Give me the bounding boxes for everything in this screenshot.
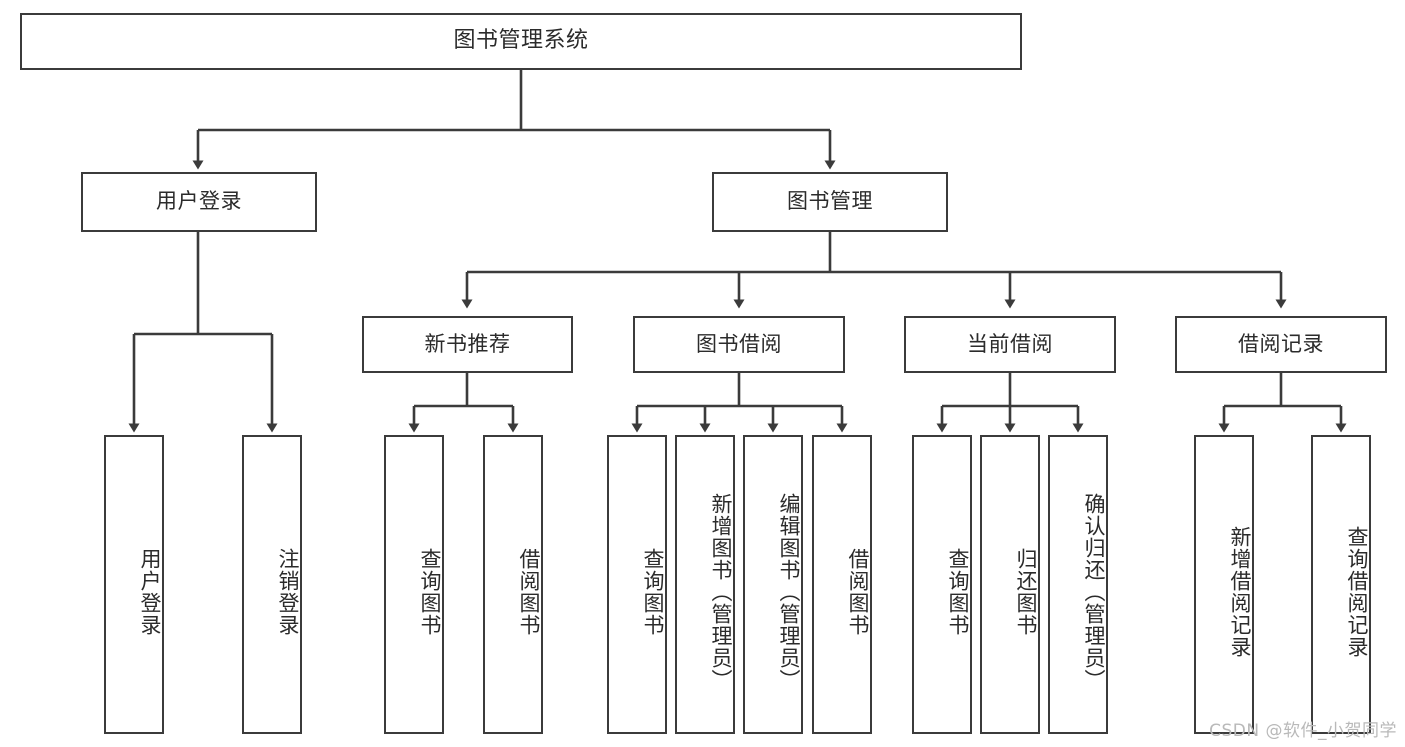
- node-book-borrow[interactable]: 图书借阅: [633, 316, 845, 373]
- leaf-book-borrow-borrow[interactable]: 借阅图书: [812, 435, 872, 734]
- node-borrow-record[interactable]: 借阅记录: [1175, 316, 1387, 373]
- node-label: 新增图书（管理员）: [709, 492, 733, 691]
- node-label: 查询图书: [641, 547, 665, 636]
- node-label: 图书管理系统: [453, 28, 589, 54]
- leaf-book-borrow-add[interactable]: 新增图书（管理员）: [675, 435, 735, 734]
- leaf-current-borrow-confirm-return[interactable]: 确认归还（管理员）: [1048, 435, 1108, 734]
- node-root-book-management-system[interactable]: 图书管理系统: [20, 13, 1022, 70]
- node-label: 注销登录: [276, 547, 300, 636]
- node-label: 确认归还（管理员）: [1082, 492, 1106, 691]
- node-label: 借阅图书: [517, 547, 541, 636]
- node-label: 归还图书: [1014, 547, 1038, 636]
- node-book-management[interactable]: 图书管理: [712, 172, 948, 232]
- node-label: 查询图书: [418, 547, 442, 636]
- node-label: 图书借阅: [696, 331, 782, 356]
- node-label: 借阅图书: [846, 547, 870, 636]
- node-label: 查询图书: [946, 547, 970, 636]
- leaf-current-borrow-return[interactable]: 归还图书: [980, 435, 1040, 734]
- node-new-book-recommend[interactable]: 新书推荐: [362, 316, 573, 373]
- leaf-borrow-record-query[interactable]: 查询借阅记录: [1311, 435, 1371, 734]
- node-label: 图书管理: [787, 189, 873, 214]
- node-label: 新增借阅记录: [1228, 525, 1252, 658]
- leaf-current-borrow-query[interactable]: 查询图书: [912, 435, 972, 734]
- node-label: 查询借阅记录: [1345, 525, 1369, 658]
- node-label: 新书推荐: [424, 331, 511, 356]
- leaf-new-book-query[interactable]: 查询图书: [384, 435, 444, 734]
- node-current-borrow[interactable]: 当前借阅: [904, 316, 1116, 373]
- leaf-book-borrow-query[interactable]: 查询图书: [607, 435, 667, 734]
- leaf-book-borrow-edit[interactable]: 编辑图书（管理员）: [743, 435, 803, 734]
- leaf-user-login-login[interactable]: 用户登录: [104, 435, 164, 734]
- node-label: 编辑图书（管理员）: [777, 492, 801, 691]
- leaf-new-book-borrow[interactable]: 借阅图书: [483, 435, 543, 734]
- node-label: 用户登录: [156, 189, 242, 214]
- node-label: 当前借阅: [967, 331, 1053, 356]
- node-label: 借阅记录: [1238, 331, 1324, 356]
- csdn-watermark: CSDN @软件_小贺同学: [1209, 721, 1397, 741]
- node-label: 用户登录: [138, 547, 162, 636]
- node-user-login[interactable]: 用户登录: [81, 172, 317, 232]
- leaf-user-login-logout[interactable]: 注销登录: [242, 435, 302, 734]
- leaf-borrow-record-add[interactable]: 新增借阅记录: [1194, 435, 1254, 734]
